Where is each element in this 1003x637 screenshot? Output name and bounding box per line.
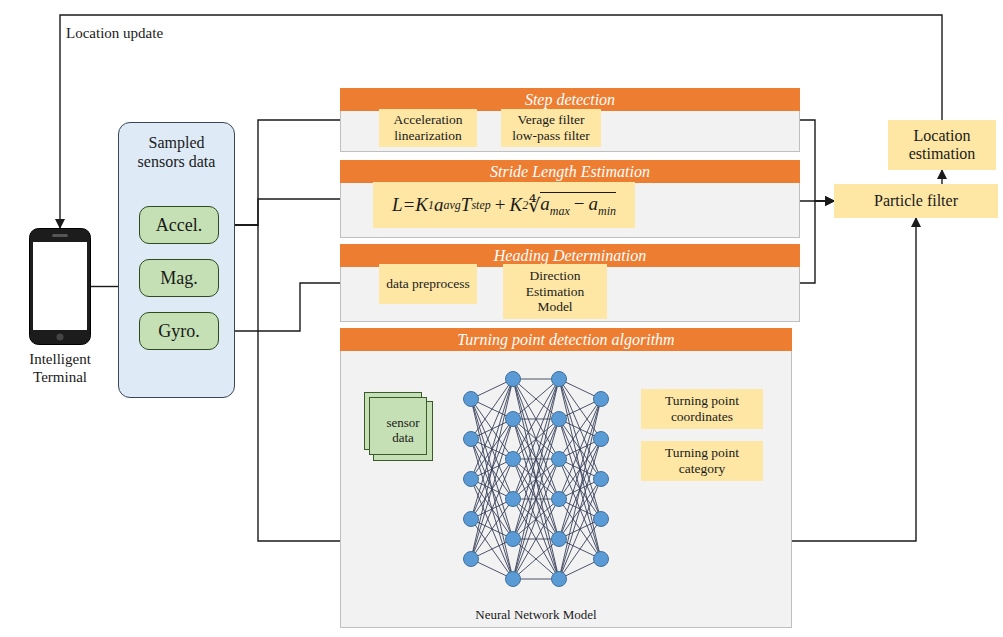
node-text: Direction Estimation Model: [508, 268, 602, 315]
panel-title: Turning point detection algorithm: [457, 331, 674, 349]
node-text: Acceleration linearization: [384, 112, 472, 143]
formula-part: L=K: [392, 194, 428, 216]
process-box: Location estimation: [888, 120, 996, 170]
process-box: Verage filter low-pass filter: [501, 109, 601, 147]
formula-box: L=K1aavgTstep+K2∜amax−amin: [373, 182, 635, 228]
node-text: data preprocess: [386, 276, 470, 292]
edge-label: Location update: [64, 25, 165, 42]
node-text: Accel.: [156, 215, 202, 236]
formula-part: 2: [522, 198, 528, 213]
group-title: Sampled sensors data: [119, 133, 234, 171]
process-box: Particle filter: [834, 184, 998, 218]
flow-arrow: [800, 120, 834, 201]
sensor-box: Mag.: [139, 259, 219, 297]
radicand: amax−amin: [540, 192, 616, 218]
connector-line: [235, 120, 340, 225]
formula-part: step: [471, 198, 490, 213]
figure-caption: Neural Network Model: [443, 607, 629, 623]
panel-header: Step detection: [340, 88, 800, 111]
panel-header: Stride Length Estimation: [340, 160, 800, 183]
flow-arrow: [800, 201, 834, 283]
node-text: Turning point coordinates: [646, 393, 758, 424]
network-figure: [453, 361, 619, 597]
formula-part: a: [434, 194, 444, 216]
flow-arrow: [941, 170, 942, 184]
formula-part: 1: [428, 198, 434, 213]
connector-line: [235, 199, 340, 225]
node-text: Particle filter: [874, 192, 958, 210]
sensor-box: Gyro.: [139, 312, 219, 350]
formula-part: T: [461, 194, 472, 216]
node-text: Gyro.: [158, 321, 200, 342]
module-panel: Turning point detection algorithm sensor …: [340, 328, 792, 628]
formula-part: avg: [444, 198, 461, 213]
panel-title: Heading Determination: [494, 247, 646, 265]
module-panel: Stride Length EstimationL=K1aavgTstep+K2…: [340, 160, 800, 238]
output-box: Turning point category: [641, 441, 763, 481]
formula-part: min: [598, 204, 616, 218]
formula-part: ∜: [528, 194, 540, 217]
neural-network: Neural Network Model: [453, 361, 619, 623]
process-box: Direction Estimation Model: [503, 264, 607, 319]
node-text: sensor data: [379, 416, 427, 446]
formula-part: a: [589, 193, 599, 214]
module-panel: Heading Determination data preprocess Dire…: [340, 244, 800, 322]
data-stack: sensor data: [373, 401, 433, 461]
phone-icon: [29, 228, 91, 345]
panel-header: Turning point detection algorithm: [340, 328, 792, 351]
connector-line: [235, 283, 340, 331]
node-text: Verage filter low-pass filter: [506, 112, 596, 143]
sensor-group: Sampled sensors dataAccel. Mag. Gyro.: [118, 122, 235, 398]
flow-arrow: [792, 218, 916, 541]
device-label: Intelligent Terminal: [8, 350, 112, 386]
output-box: Turning point coordinates: [641, 389, 763, 429]
process-box: data preprocess: [379, 264, 477, 304]
formula-part: a: [540, 193, 550, 214]
formula-part: max: [550, 204, 570, 218]
node-text: Turning point category: [646, 445, 758, 476]
formula-part: K: [510, 194, 523, 216]
module-panel: Step detectionAcceleration linearization…: [340, 88, 800, 152]
panel-title: Step detection: [525, 91, 615, 109]
formula-part: −: [574, 193, 585, 214]
formula-part: +: [495, 194, 506, 216]
connector-line: [235, 225, 340, 541]
node-text: Mag.: [160, 268, 198, 289]
node-text: Location estimation: [893, 127, 991, 164]
connector-line: [91, 286, 118, 287]
process-box: Acceleration linearization: [379, 109, 477, 147]
terminal-device: Intelligent Terminal: [8, 226, 112, 406]
sensor-box: Accel.: [139, 206, 219, 244]
panel-title: Stride Length Estimation: [490, 163, 650, 181]
